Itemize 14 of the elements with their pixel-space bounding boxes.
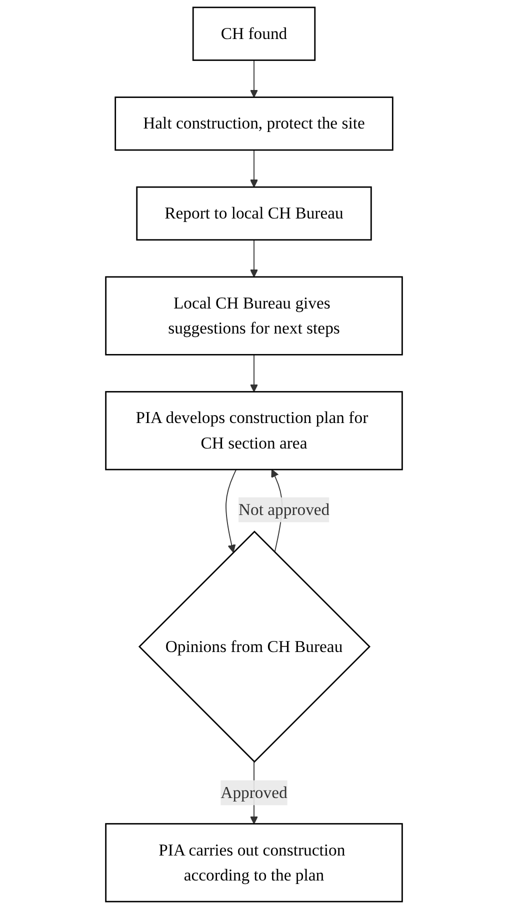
arrow bbox=[250, 354, 258, 392]
node-box: Halt construction, protect the site bbox=[114, 96, 394, 151]
edge-label: Approved bbox=[220, 783, 288, 802]
node-box: PIA carries out construction according to the plan bbox=[105, 823, 403, 902]
arrow bbox=[250, 150, 258, 188]
arrow bbox=[250, 60, 258, 98]
edge-label: Not approved bbox=[238, 500, 330, 519]
node-box: Local CH Bureau gives suggestions for next steps bbox=[105, 276, 403, 356]
node-diamond: Opinions from CH Bureau bbox=[138, 530, 371, 763]
arrow bbox=[250, 239, 258, 278]
node-box: Report to local CH Bureau bbox=[136, 186, 372, 241]
arrow bbox=[226, 469, 237, 553]
node-box: CH found bbox=[192, 6, 316, 61]
node-box: PIA develops construction plan for CH section area bbox=[105, 391, 403, 470]
